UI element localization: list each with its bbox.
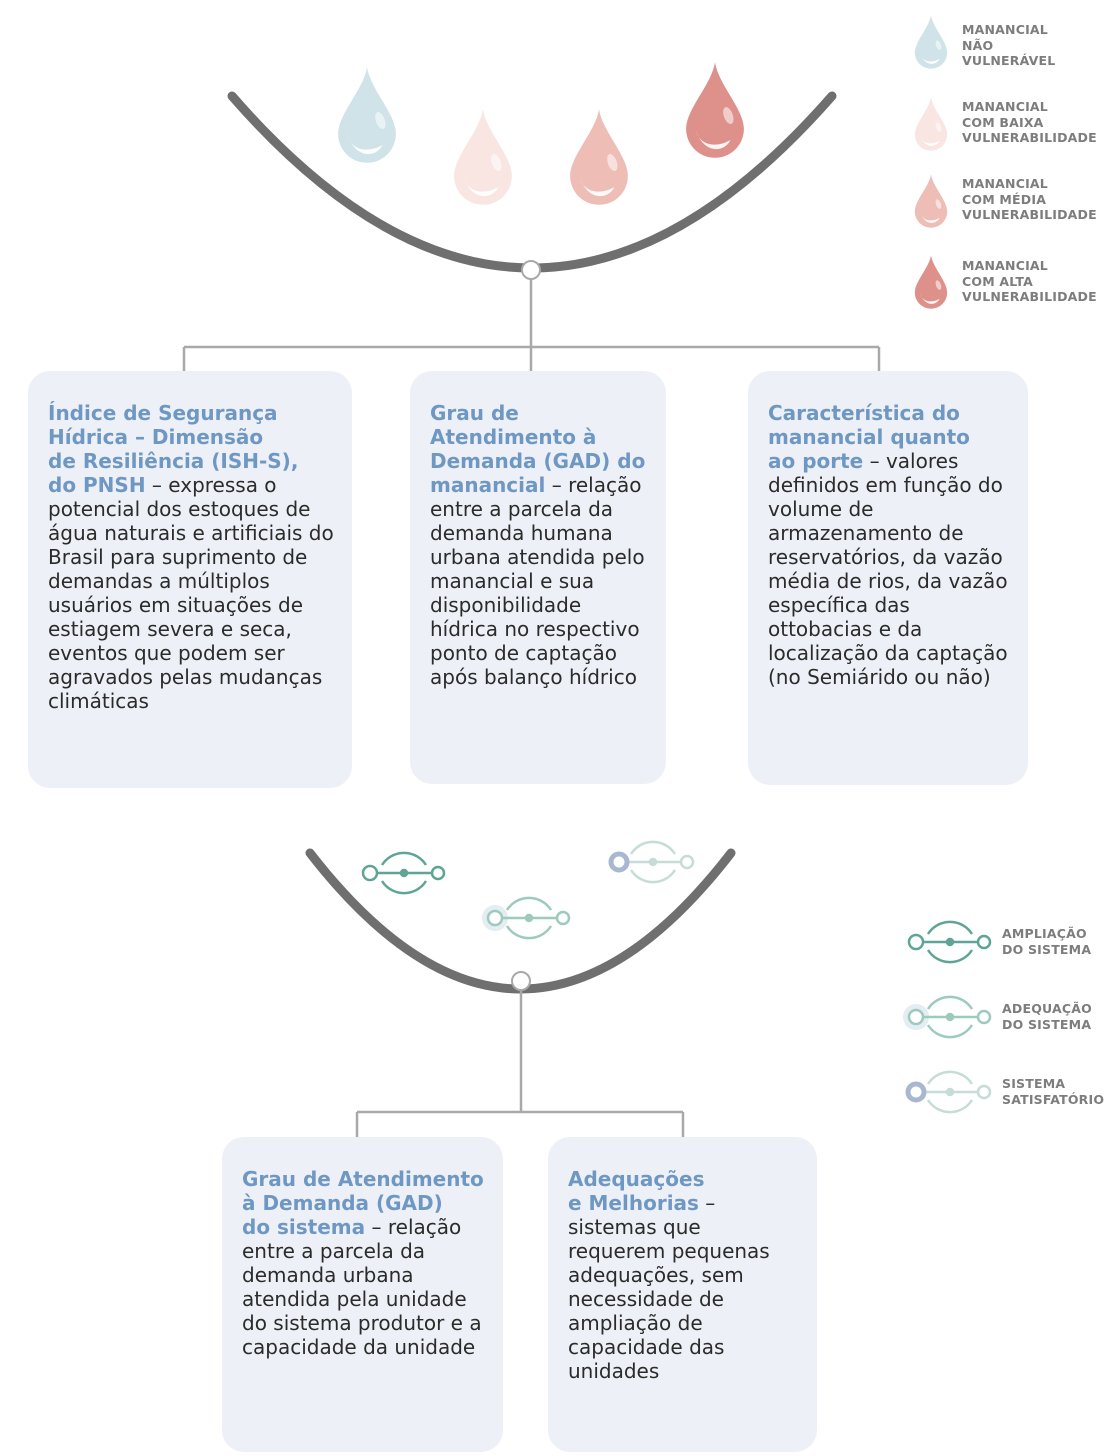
card-porte-text: – valores definidos em função do volume … [768,449,1008,689]
card-ish-s-title: Índice de Segurança Hídrica – Dimensão d… [48,401,299,497]
card-gad-sistema-text: – relação entre a parcela da demanda urb… [242,1215,482,1359]
bottom-connector [355,990,685,1137]
system-satisfactory-icon [608,840,695,884]
drop-not-vulnerable-icon [338,67,396,163]
card-adequacoes-title: Adequações e Melhorias [568,1167,705,1215]
card-gad-sistema-title: Grau de Atendimento à Demanda (GAD) do s… [242,1167,484,1239]
legend-low-vulnerability: MANANCIAL COM BAIXA VULNERABILIDADE [962,99,1097,145]
legend-drop-low-vulnerability-icon [914,97,948,151]
card-gad-manancial-title: Grau de Atendimento à Demanda (GAD) do m… [430,401,646,497]
legend-system-expansion-icon [907,920,992,964]
legend-high-vulnerability: MANANCIAL COM ALTA VULNERABILIDADE [962,258,1097,304]
system-expansion-icon [361,851,446,895]
card-adequacoes-text: – sistemas que requerem pequenas adequaç… [568,1191,770,1383]
card-gad-sistema: Grau de Atendimento à Demanda (GAD) do s… [222,1137,503,1452]
system-adequation-icon [482,896,571,940]
card-ish-s-text: – expressa o potencial dos estoques de á… [48,473,334,713]
card-gad-manancial: Grau de Atendimento à Demanda (GAD) do m… [410,371,666,784]
card-adequacoes: Adequações e Melhorias – sistemas que re… [548,1137,817,1452]
legend-system-satisfactory-icon [905,1070,992,1114]
legend-drop-high-vulnerability-icon [914,255,948,309]
legend-drop-not-vulnerable-icon [914,15,948,69]
drop-medium-vulnerability-icon [570,109,628,205]
top-bowl-node [521,260,541,280]
legend-system-satisfactory: SISTEMA SATISFATÓRIO [1002,1076,1105,1107]
top-connector [182,279,881,372]
legend-medium-vulnerability: MANANCIAL COM MÉDIA VULNERABILIDADE [962,176,1097,222]
drop-low-vulnerability-icon [454,109,512,205]
card-porte: Característica do manancial quanto ao po… [748,371,1028,785]
legend-system-adequation-icon [903,995,992,1039]
card-ish-s: Índice de Segurança Hídrica – Dimensão d… [28,371,352,788]
card-porte-title: Característica do manancial quanto ao po… [768,401,970,473]
legend-not-vulnerable: MANANCIAL NÃO VULNERÁVEL [962,22,1056,68]
legend-system-adequation: ADEQUAÇÃO DO SISTEMA [1002,1001,1092,1032]
bottom-bowl-node [511,971,531,991]
legend-drop-medium-vulnerability-icon [914,174,948,228]
card-gad-manancial-text: – relação entre a parcela da demanda hum… [430,473,645,689]
legend-system-expansion: AMPLIAÇÃO DO SISTEMA [1002,926,1092,957]
drop-high-vulnerability-icon [686,62,744,158]
